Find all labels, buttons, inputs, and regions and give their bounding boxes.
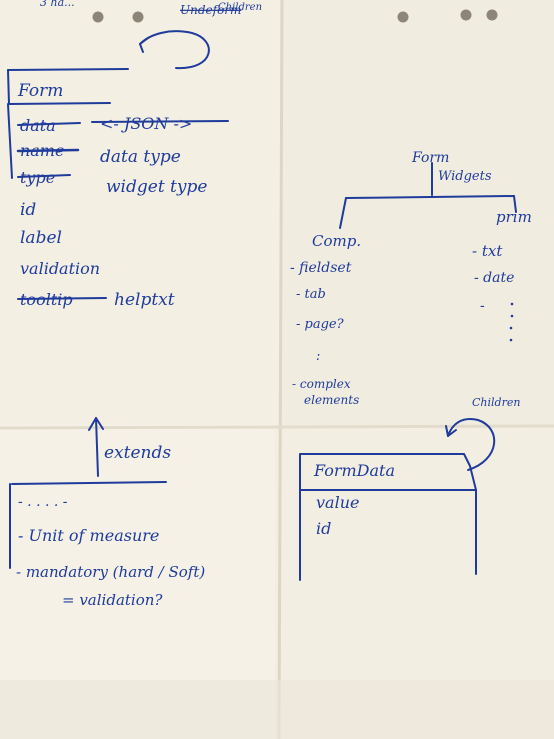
extends-block: extends - . . . . - - Unit of measure - … — [9, 417, 205, 609]
form-field-label: label — [20, 228, 62, 248]
form-field-widget-type: widget type — [106, 177, 207, 197]
punch-hole — [460, 9, 472, 21]
prim-item-dots — [509, 302, 514, 342]
form-children-loop-arrow: Undeform Children — [139, 2, 262, 70]
punch-hole — [397, 11, 409, 23]
form-field-type: type — [20, 168, 55, 187]
comp-label: Comp. — [312, 232, 361, 250]
comp-item-fieldset: - fieldset — [290, 260, 352, 276]
formdata-children-arrow-head — [445, 425, 457, 437]
formdata-header-frame — [299, 453, 477, 491]
formdata-children-label: Children — [472, 396, 520, 409]
form-class-box: Form — [7, 68, 129, 179]
formdata-children-loop-arrow — [447, 418, 496, 471]
form-box-title: Form — [17, 81, 63, 101]
strike-line — [17, 122, 81, 126]
strike-line — [91, 120, 229, 123]
sheet-seam-horizontal — [0, 424, 554, 430]
widget-tree-root-widgets: Widgets — [438, 169, 492, 184]
sheet-seam-vertical — [277, 0, 284, 739]
paper-sheet-top-left — [0, 0, 285, 430]
form-fields: data <- JSON -> name data type type widg… — [16, 114, 229, 310]
form-crossed-header: Undeform — [180, 3, 241, 17]
form-field-validation: validation — [20, 259, 100, 278]
top-scribble: 3 ha... — [40, 0, 75, 9]
strike-line — [16, 148, 80, 153]
punch-hole — [486, 9, 498, 21]
comp-item-dots: : — [316, 349, 320, 364]
prim-item-date: - date — [474, 270, 514, 286]
widget-tree-root-form: Form — [411, 150, 449, 166]
form-field-data: data — [20, 116, 56, 135]
form-box-left-edge — [7, 103, 13, 179]
paper-sheet-top-right — [280, 0, 554, 430]
bottom-strip — [0, 680, 554, 739]
extends-label: extends — [104, 443, 171, 463]
extends-item-unit-of-measure: - Unit of measure — [18, 526, 159, 545]
widget-tree-right-leg — [513, 195, 517, 213]
widget-tree-left-leg — [339, 197, 347, 229]
comp-item-complex: - complex — [292, 377, 351, 391]
extends-item-ellipsis: - . . . . - — [18, 494, 68, 510]
extends-item-validation: = validation? — [62, 591, 163, 609]
comp-item-elements: elements — [304, 393, 359, 407]
extends-box-top — [11, 481, 167, 485]
formdata-field-id: id — [316, 519, 331, 538]
form-field-json: <- JSON -> — [100, 114, 192, 133]
extends-arrow-shaft — [95, 417, 99, 477]
prim-label: prim — [496, 208, 532, 226]
prim-item-txt: - txt — [472, 242, 503, 260]
form-children-label: Children — [218, 2, 262, 13]
prim-item-dash: - — [480, 298, 485, 314]
strike-line — [17, 174, 71, 178]
comp-item-page: - page? — [296, 317, 345, 332]
form-field-data-type: data type — [100, 147, 181, 167]
extends-arrow-head — [88, 417, 104, 431]
formdata-field-value: value — [316, 493, 359, 512]
form-field-id: id — [20, 200, 36, 220]
strike-line — [17, 297, 107, 300]
widget-tree-branch — [345, 195, 515, 199]
formdata-class-box: FormData value id Children — [299, 396, 520, 581]
comp-item-tab: - tab — [296, 287, 326, 302]
punch-hole — [92, 11, 104, 23]
form-box-top-edge — [7, 68, 129, 71]
extends-item-mandatory: - mandatory (hard / Soft) — [16, 563, 205, 581]
widget-tree: Form Widgets Comp. - fieldset - tab - pa… — [290, 150, 532, 407]
formdata-title: FormData — [313, 461, 395, 480]
form-field-helptxt: helptxt — [114, 290, 175, 310]
punch-hole — [132, 11, 144, 23]
